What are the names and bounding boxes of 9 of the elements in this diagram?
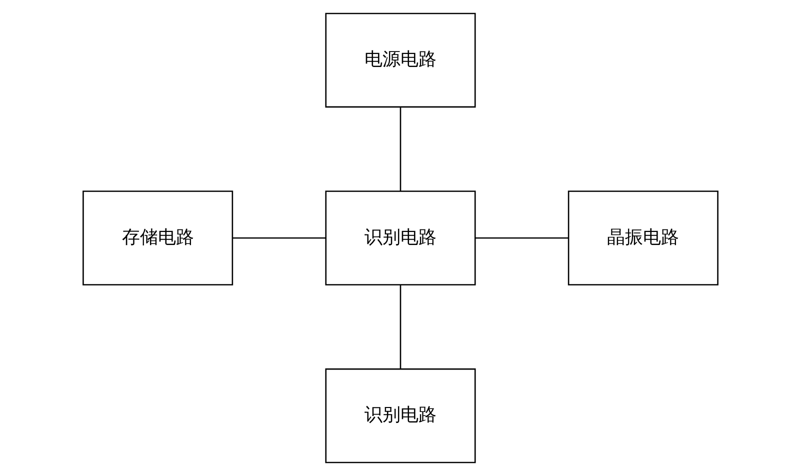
node-box: 晶振电路 [567, 190, 718, 286]
node-box: 电源电路 [324, 12, 476, 108]
node-box: 识别电路 [324, 190, 476, 286]
node-box: 识别电路 [324, 368, 476, 464]
connector [399, 107, 401, 192]
connector [474, 237, 568, 239]
node-box: 存储电路 [82, 190, 233, 286]
connector [399, 285, 401, 369]
connector [232, 237, 326, 239]
